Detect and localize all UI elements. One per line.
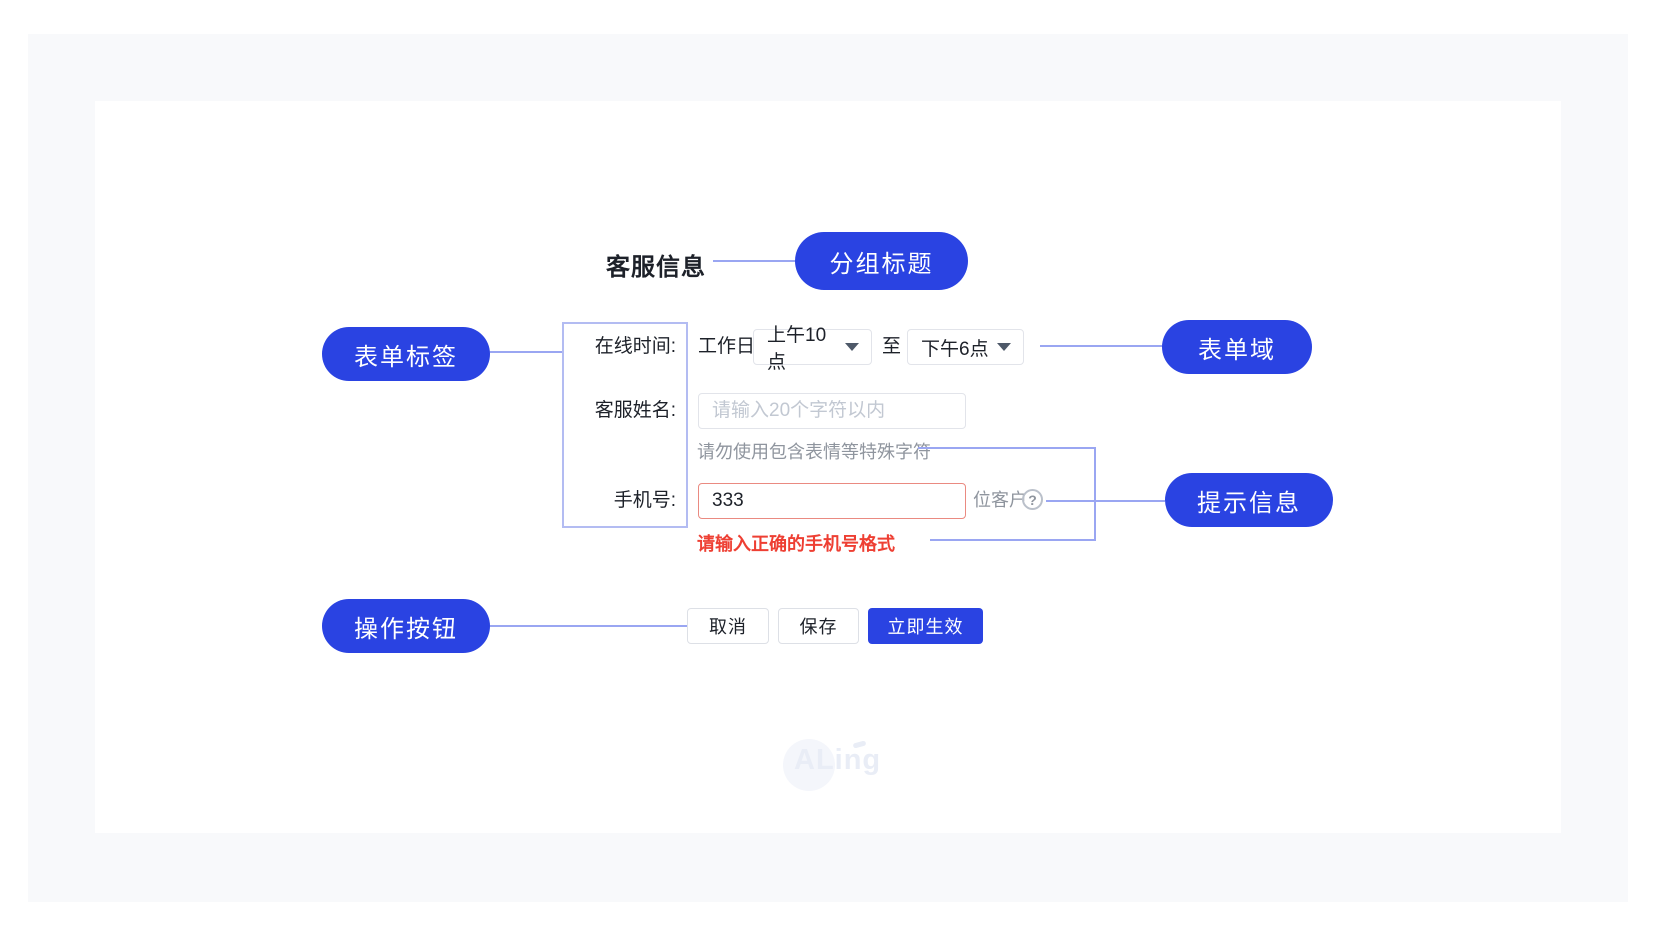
online-time-label: 在线时间: xyxy=(594,336,676,357)
annotation-pill-label: 提示信息 xyxy=(1197,489,1301,517)
phone-input[interactable] xyxy=(698,483,966,519)
annotation-pill-hint-info: 提示信息 xyxy=(1165,473,1333,527)
save-button[interactable]: 保存 xyxy=(778,608,859,644)
connector-line-hint xyxy=(1046,500,1165,502)
service-name-helper-text: 请勿使用包含表情等特殊字符 xyxy=(697,442,931,462)
submit-button[interactable]: 立即生效 xyxy=(868,608,983,644)
connector-line-helper xyxy=(918,447,1096,449)
end-time-select[interactable]: 下午6点 xyxy=(907,329,1024,365)
cancel-button[interactable]: 取消 xyxy=(687,608,769,644)
service-name-label: 客服姓名: xyxy=(594,400,676,421)
watermark-circle xyxy=(783,739,835,791)
form-label-bracket-box xyxy=(562,322,688,528)
form-card xyxy=(95,101,1561,833)
service-name-input[interactable] xyxy=(698,393,966,429)
connector-line-group-title xyxy=(713,260,795,262)
chevron-down-icon xyxy=(845,343,859,351)
connector-line-error xyxy=(930,539,1096,541)
online-time-prefix: 工作日 xyxy=(698,336,756,357)
question-circle-icon[interactable]: ? xyxy=(1022,489,1043,510)
annotation-pill-label: 表单标签 xyxy=(354,343,458,371)
chevron-down-icon xyxy=(997,343,1011,351)
annotation-pill-group-title: 分组标题 xyxy=(795,232,968,290)
annotation-pill-label: 操作按钮 xyxy=(354,615,458,643)
time-range-separator: 至 xyxy=(882,336,902,357)
connector-line-form-field xyxy=(1040,345,1162,347)
connector-line-action-buttons xyxy=(490,625,687,627)
annotation-pill-label: 分组标题 xyxy=(829,250,934,278)
phone-error-text: 请输入正确的手机号格式 xyxy=(697,534,895,554)
start-time-value: 上午10点 xyxy=(767,325,827,373)
phone-suffix-text: 位客户 xyxy=(973,490,1027,510)
end-time-value: 下午6点 xyxy=(921,338,989,360)
connector-bracket-vertical xyxy=(1094,447,1096,541)
annotation-pill-form-field: 表单域 xyxy=(1162,320,1312,374)
start-time-select[interactable]: 上午10点 xyxy=(753,325,872,373)
annotation-pill-label: 表单域 xyxy=(1198,336,1276,364)
watermark-logo: ALing xyxy=(794,744,882,776)
phone-label: 手机号: xyxy=(613,490,676,511)
form-group-title: 客服信息 xyxy=(606,254,706,281)
annotation-pill-action-buttons: 操作按钮 xyxy=(322,599,490,653)
annotation-pill-form-label: 表单标签 xyxy=(322,327,490,381)
question-mark-glyph: ? xyxy=(1028,491,1037,508)
connector-line-form-label xyxy=(490,351,562,353)
